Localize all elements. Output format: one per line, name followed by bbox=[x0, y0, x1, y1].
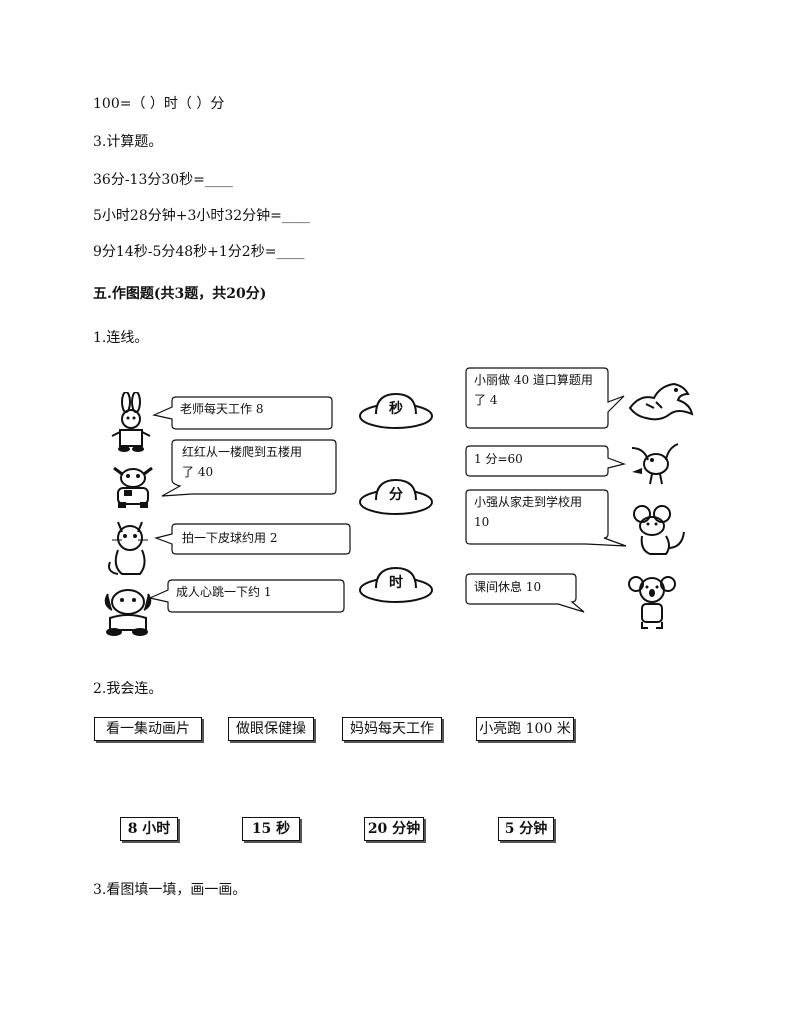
calc-item-1: 36分-13分30秒=____ bbox=[93, 172, 233, 188]
koala-icon bbox=[628, 572, 676, 632]
speech-bubble-right-4: 课间休息 10 bbox=[465, 572, 626, 616]
hat-seconds[interactable]: 秒 bbox=[358, 390, 434, 430]
hat-label-seconds: 秒 bbox=[389, 401, 403, 417]
speech-bubble-right-1: 小丽做 40 道口算题用 了 4 bbox=[465, 366, 626, 432]
calc-item-2: 5小时28分钟+3小时32分钟=____ bbox=[93, 208, 310, 224]
section-3-title: 3.计算题。 bbox=[93, 134, 163, 150]
bubble-text-right-1: 小丽做 40 道口算题用 了 4 bbox=[474, 373, 593, 407]
section-5-heading: 五.作图题(共3题，共20分) bbox=[93, 286, 267, 302]
activity-box-2[interactable]: 做眼保健操 bbox=[228, 717, 314, 741]
calc-item-3: 9分14秒-5分48秒+1分2秒=____ bbox=[93, 244, 305, 260]
fill-in-line-1: 100=（ ）时（ ）分 bbox=[93, 96, 225, 112]
bubble-text-right-3: 小强从家走到学校用 10 bbox=[474, 495, 583, 529]
hat-hours[interactable]: 时 bbox=[358, 564, 434, 604]
question-2-title: 2.我会连。 bbox=[93, 681, 163, 697]
question-1-title: 1.连线。 bbox=[93, 330, 149, 346]
bubble-text-left-2: 红红从一楼爬到五楼用 了 40 bbox=[182, 445, 303, 479]
hat-label-minutes: 分 bbox=[389, 487, 403, 503]
activity-box-3[interactable]: 妈妈每天工作 bbox=[342, 717, 442, 741]
mouse-icon bbox=[628, 504, 688, 560]
cat-icon bbox=[104, 518, 158, 578]
bird-icon bbox=[628, 440, 682, 488]
bubble-text-left-4: 成人心跳一下约 1 bbox=[176, 585, 272, 599]
speech-bubble-left-3: 拍一下皮球约用 2 bbox=[152, 522, 351, 558]
speech-bubble-right-2: 1 分=60 bbox=[465, 444, 627, 478]
cow-icon bbox=[108, 460, 158, 510]
duration-box-4[interactable]: 5 分钟 bbox=[498, 817, 554, 841]
speech-bubble-left-2: 红红从一楼爬到五楼用 了 40 bbox=[152, 438, 337, 498]
duration-box-2[interactable]: 15 秒 bbox=[242, 817, 300, 841]
bubble-text-right-2: 1 分=60 bbox=[474, 452, 523, 466]
bubble-text-left-1: 老师每天工作 8 bbox=[180, 402, 264, 416]
hat-label-hours: 时 bbox=[389, 575, 403, 591]
speech-bubble-right-3: 小强从家走到学校用 10 bbox=[465, 488, 627, 550]
duration-box-3[interactable]: 20 分钟 bbox=[364, 817, 424, 841]
question-3-title: 3.看图填一填，画一画。 bbox=[93, 882, 247, 898]
dog-icon bbox=[100, 582, 156, 638]
activity-box-1[interactable]: 看一集动画片 bbox=[94, 717, 202, 741]
bubble-text-left-3: 拍一下皮球约用 2 bbox=[182, 531, 278, 545]
bubble-text-right-4: 课间休息 10 bbox=[474, 580, 542, 594]
speech-bubble-left-4: 成人心跳一下约 1 bbox=[148, 576, 345, 616]
speech-bubble-left-1: 老师每天工作 8 bbox=[152, 393, 333, 433]
hat-minutes[interactable]: 分 bbox=[358, 476, 434, 516]
rabbit-icon bbox=[108, 391, 154, 452]
activity-box-4[interactable]: 小亮跑 100 米 bbox=[476, 717, 574, 741]
dragon-icon bbox=[626, 378, 696, 422]
duration-box-1[interactable]: 8 小时 bbox=[120, 817, 178, 841]
